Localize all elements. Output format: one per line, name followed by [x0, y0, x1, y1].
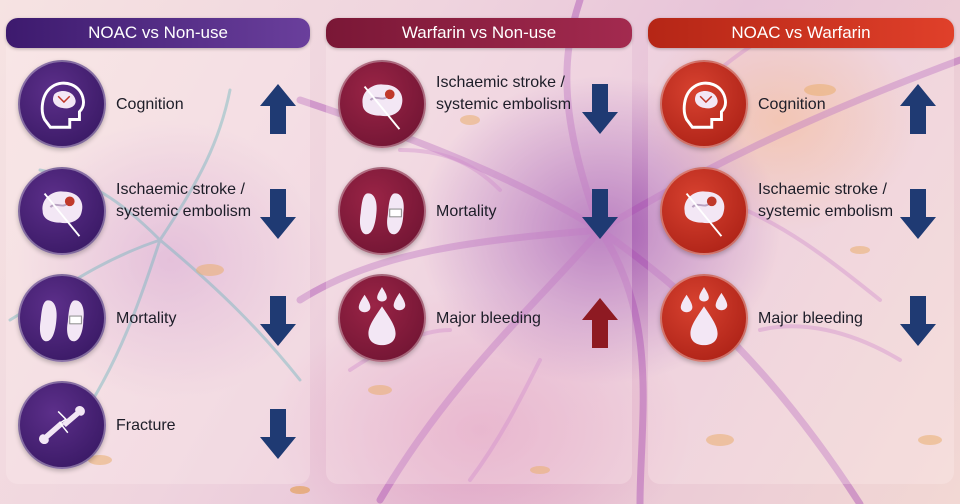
arrow-down-icon — [900, 189, 936, 239]
arrow-down-icon — [260, 296, 296, 346]
arrow-up-icon — [900, 84, 936, 134]
feet-tag-icon — [18, 274, 106, 362]
outcome-label: Ischaemic stroke / systemic embolism — [116, 181, 252, 220]
brain-clot-icon — [660, 167, 748, 255]
blood-drops-icon — [660, 274, 748, 362]
arrow-down-icon — [582, 189, 618, 239]
outcome-row-mortality: Mortality — [326, 167, 632, 263]
head-brain-icon — [18, 60, 106, 148]
outcome-label: Major bleeding — [758, 310, 863, 327]
arrow-up-icon — [582, 298, 618, 348]
outcome-label: Fracture — [116, 417, 176, 434]
outcome-label: Mortality — [436, 203, 497, 220]
outcome-label: Major bleeding — [436, 310, 541, 327]
panel-warfarin-vs-non-use: Warfarin vs Non-use Ischaemic stroke / s… — [326, 18, 632, 484]
outcome-row-ischaemic-stroke: Ischaemic stroke / systemic embolism — [6, 167, 310, 263]
arrow-down-icon — [260, 189, 296, 239]
outcome-row-ischaemic-stroke: Ischaemic stroke / systemic embolism — [326, 60, 632, 156]
arrow-down-icon — [582, 84, 618, 134]
outcome-label: Cognition — [758, 96, 826, 113]
broken-bone-icon — [18, 381, 106, 469]
panel-noac-vs-non-use: NOAC vs Non-use Cognition Ischaemic stro… — [6, 18, 310, 484]
outcome-row-major-bleeding: Major bleeding — [648, 274, 954, 370]
panel-title: NOAC vs Warfarin — [648, 18, 954, 48]
feet-tag-icon — [338, 167, 426, 255]
brain-clot-icon — [18, 167, 106, 255]
outcome-row-cognition: Cognition — [648, 60, 954, 156]
outcome-row-fracture: Fracture — [6, 381, 310, 477]
outcome-label: Ischaemic stroke / systemic embolism — [758, 181, 894, 220]
blood-drops-icon — [338, 274, 426, 362]
panel-noac-vs-warfarin: NOAC vs Warfarin Cognition Ischaemic str… — [648, 18, 954, 484]
outcome-label: Mortality — [116, 310, 177, 327]
panel-title: Warfarin vs Non-use — [326, 18, 632, 48]
outcome-label: Ischaemic stroke / systemic embolism — [436, 74, 572, 113]
head-brain-icon — [660, 60, 748, 148]
arrow-up-icon — [260, 84, 296, 134]
outcome-row-major-bleeding: Major bleeding — [326, 274, 632, 370]
outcome-label: Cognition — [116, 96, 184, 113]
brain-clot-icon — [338, 60, 426, 148]
arrow-down-icon — [900, 296, 936, 346]
outcome-row-ischaemic-stroke: Ischaemic stroke / systemic embolism — [648, 167, 954, 263]
panel-title: NOAC vs Non-use — [6, 18, 310, 48]
outcome-row-cognition: Cognition — [6, 60, 310, 156]
arrow-down-icon — [260, 409, 296, 459]
outcome-row-mortality: Mortality — [6, 274, 310, 370]
